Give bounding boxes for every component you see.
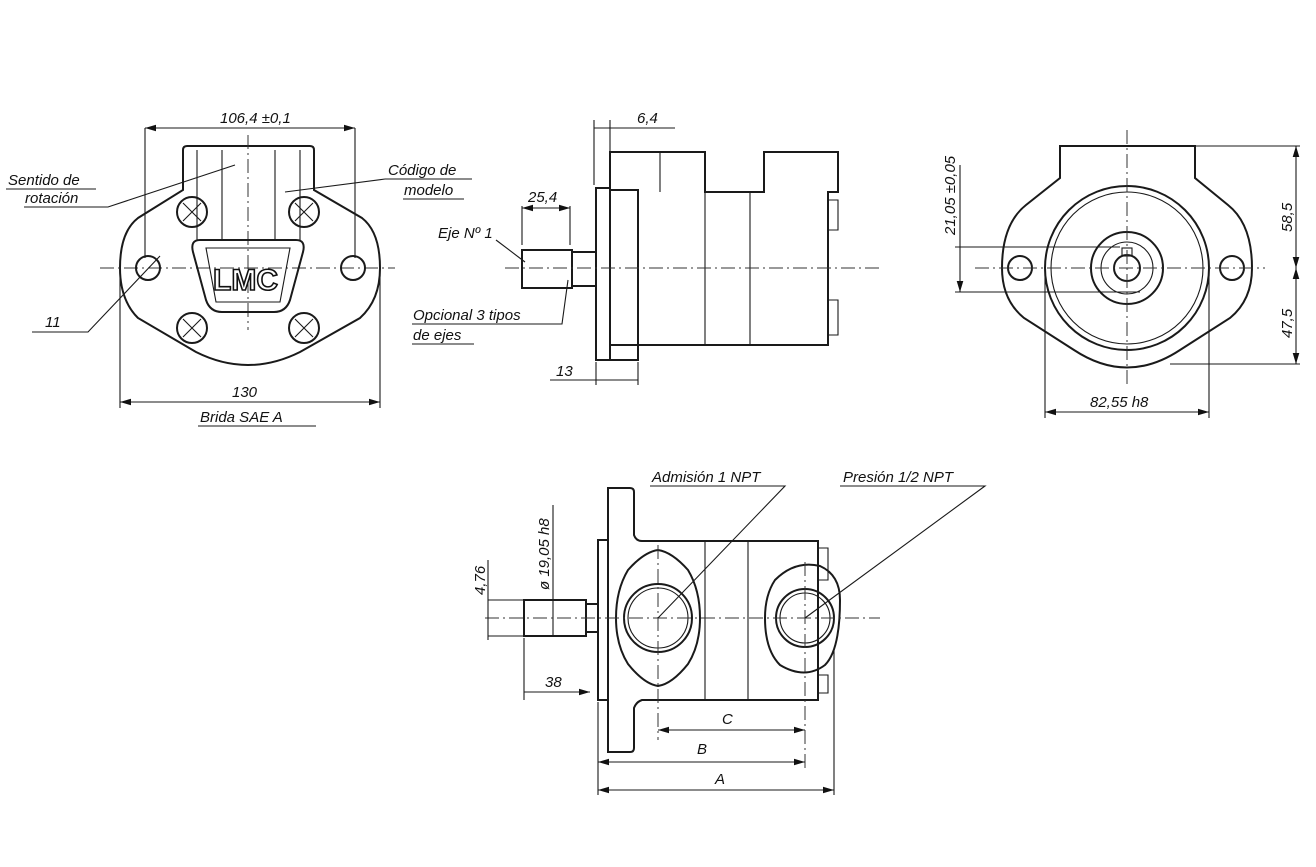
- logo-text: LMC: [213, 264, 278, 297]
- mount-hole-right: [340, 255, 366, 281]
- front-view: LMC 106,4 ±0,1 130 Brida SAE A 11 Sentid…: [6, 110, 472, 427]
- dim-width: 106,4 ±0,1: [220, 110, 291, 127]
- shaft-label: Eje Nº 1: [438, 225, 493, 242]
- model-label: Código de: [388, 162, 456, 179]
- dim-pilot: 6,4: [637, 110, 658, 127]
- rear-view: 21,05 ±0,05 58,5 47,5 82,55 h8: [942, 130, 1300, 418]
- outlet-label: Presión 1/2 NPT: [843, 469, 955, 486]
- model-label-2: modelo: [404, 182, 453, 199]
- outlet-boss: [763, 563, 842, 674]
- shaft: [521, 249, 573, 289]
- inlet-boss: [614, 548, 702, 688]
- side-view: 6,4 25,4 Eje Nº 1 Opcional 3 tipos de ej…: [412, 110, 880, 385]
- dim-top: 58,5: [1279, 202, 1296, 232]
- bolts: [176, 196, 320, 344]
- rotation-label: Sentido de: [8, 172, 80, 189]
- logo-frame: [191, 239, 305, 313]
- flange-label: Brida SAE A: [200, 409, 283, 426]
- dim-pilot-dia: 82,55 h8: [1090, 394, 1149, 411]
- dim-bottom: 47,5: [1279, 308, 1296, 338]
- rotation-label-2: rotación: [25, 190, 78, 207]
- option-label: Opcional 3 tipos: [413, 307, 521, 324]
- mount-hole-left: [135, 255, 161, 281]
- dim-shaft-length: 38: [545, 674, 562, 691]
- dim-shaft: 25,4: [527, 189, 557, 206]
- dim-a: A: [714, 771, 725, 788]
- dim-c: C: [722, 711, 733, 728]
- dim-flange-thickness: 13: [556, 363, 573, 380]
- bottom-body: [607, 487, 819, 753]
- dim-b: B: [697, 741, 707, 758]
- dim-hole: 11: [45, 314, 61, 331]
- dim-key: 21,05 ±0,05: [942, 155, 959, 236]
- bottom-view: Admisión 1 NPT Presión 1/2 NPT 4,76 ø 19…: [472, 469, 987, 795]
- dim-key-width: 4,76: [472, 565, 489, 595]
- side-body: [609, 151, 839, 346]
- dim-shaft-dia: ø 19,05 h8: [536, 518, 553, 590]
- option-label-2: de ejes: [413, 327, 462, 344]
- dim-flange: 130: [232, 384, 258, 401]
- flange-outline: [118, 145, 382, 366]
- inlet-label: Admisión 1 NPT: [651, 469, 762, 486]
- rear-outline: [1000, 145, 1254, 369]
